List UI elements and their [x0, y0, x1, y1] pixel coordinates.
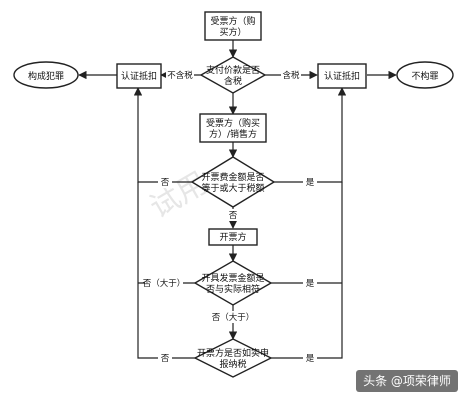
label-fee-no: 否 [161, 178, 170, 188]
edge-fee-check-no-left [133, 87, 192, 183]
edge-fee-check-yes-right [274, 87, 347, 183]
node-payment-line2: 含税 [224, 75, 242, 87]
node-no-crime: 不构罪 [396, 61, 454, 89]
node-recipient-line2: 买方） [219, 26, 246, 38]
node-issuer: 开票方 [208, 228, 258, 246]
node-deduct-left: 认证抵扣 [116, 63, 162, 89]
node-issuer-label: 开票方 [219, 231, 246, 243]
label-taxed: 含税 [282, 70, 300, 81]
node-tax-check-line1: 开票方是否如实申 [197, 347, 269, 359]
node-tax-check-decision: 开票方是否如实申 报纳税 [193, 338, 273, 378]
node-recipient: 受票方（购 买方） [204, 11, 262, 41]
node-recipient-seller-line2: 方）/销售方 [209, 128, 257, 140]
node-invoice-check-decision: 开具发票金额是 否与实际相符 [193, 260, 273, 306]
node-recipient-line1: 受票方（购 [210, 15, 255, 27]
label-invoice-greater-down: 否（大于） [212, 312, 255, 323]
label-fee-down-no: 否 [229, 211, 238, 221]
node-recipient-seller: 受票方（购买 方）/销售方 [199, 113, 267, 143]
node-tax-check-line2: 报纳税 [219, 358, 246, 370]
label-not-taxed: 不含税 [167, 70, 193, 81]
edge-labels: 不含税 含税 否 是 否 否（大于） 是 否（大于） 否 是 [143, 69, 317, 364]
label-tax-no: 否 [161, 354, 170, 364]
node-payment-decision: 支付价款是否 含税 [199, 56, 267, 94]
label-tax-yes: 是 [306, 354, 315, 364]
node-invoice-check-line2: 否与实际相符 [206, 283, 260, 295]
author-signature: 头条 @项荣律师 [356, 370, 458, 392]
node-no-crime-label: 不构罪 [411, 70, 438, 82]
node-deduct-left-label: 认证抵扣 [121, 70, 157, 82]
label-invoice-greater-left: 否（大于） [143, 278, 186, 289]
edge-tax-check-no-left [137, 182, 195, 359]
node-crime-label: 构成犯罪 [28, 70, 64, 82]
edge-tax-check-yes-right [271, 182, 343, 359]
label-invoice-yes: 是 [306, 279, 315, 289]
author-signature-text: 头条 @项荣律师 [363, 374, 451, 388]
label-fee-yes: 是 [306, 178, 315, 188]
node-fee-check-decision: 开票费金额是否 等于或大于税额 [190, 156, 276, 208]
node-deduct-right: 认证抵扣 [317, 63, 367, 89]
node-fee-check-line1: 开票费金额是否 [201, 171, 264, 183]
node-recipient-seller-line1: 受票方（购买 [206, 117, 260, 129]
node-payment-line1: 支付价款是否 [206, 64, 260, 76]
node-crime: 构成犯罪 [13, 61, 79, 89]
node-deduct-right-label: 认证抵扣 [324, 70, 360, 82]
node-invoice-check-line1: 开具发票金额是 [201, 272, 264, 284]
node-fee-check-line2: 等于或大于税额 [201, 182, 264, 194]
